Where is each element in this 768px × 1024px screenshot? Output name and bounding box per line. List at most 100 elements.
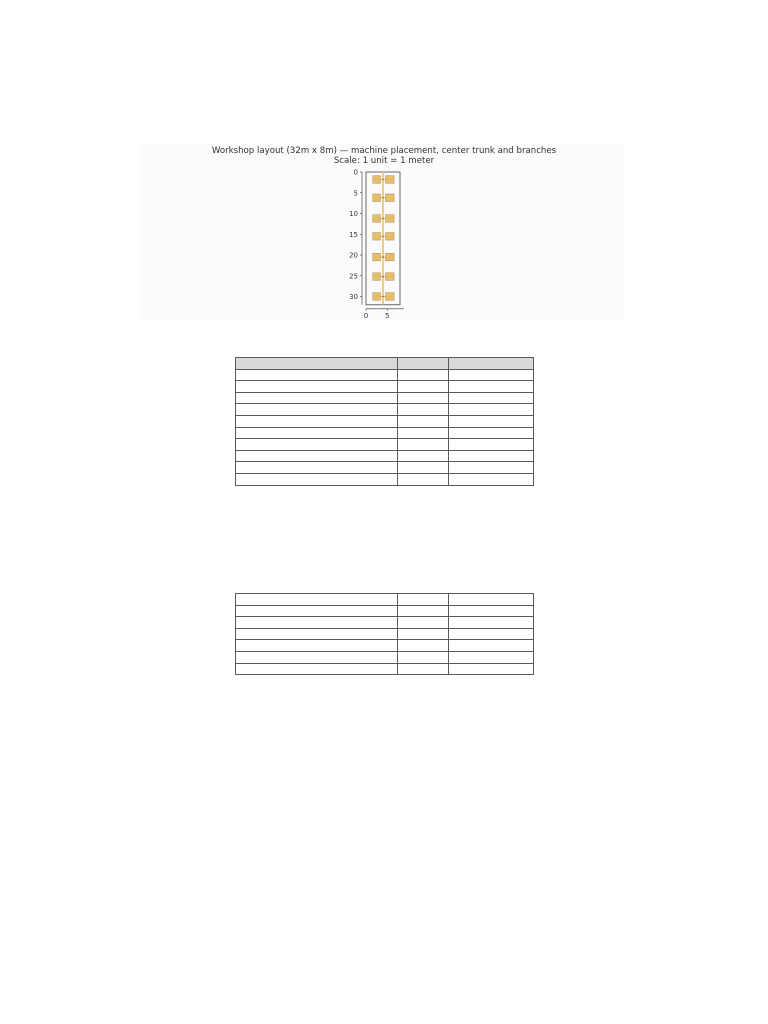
figure-title: Workshop layout (32m x 8m) — machine pla…: [211, 146, 557, 156]
table-cell: [397, 662, 449, 676]
table-cell: [448, 426, 534, 440]
machine-box: [372, 214, 381, 223]
table-cell: [397, 604, 449, 618]
table-cell: [235, 662, 398, 676]
table-row: [235, 604, 534, 618]
x-tick-label: 0: [364, 312, 368, 320]
table-row: [235, 403, 534, 416]
table-row: [235, 368, 534, 382]
table-row: [235, 380, 534, 393]
table-row: [235, 627, 534, 641]
machine-box: [385, 292, 395, 301]
table-cell: [235, 627, 398, 641]
machine-box: [385, 232, 395, 241]
blast-gate-marker: [382, 217, 384, 220]
table-row: [235, 414, 534, 428]
table-cell: [397, 472, 449, 486]
table-row: [235, 461, 534, 474]
table-2-body: [235, 593, 534, 676]
table-header-cell: [448, 357, 534, 370]
table-cell: [448, 616, 534, 629]
table-cell: [235, 391, 398, 405]
table-cell: [448, 414, 534, 428]
table-cell: [448, 472, 534, 486]
table-cell: [397, 380, 449, 393]
table-cell: [235, 380, 398, 393]
table-cell: [235, 438, 398, 451]
table-cell: [397, 368, 449, 382]
table-row: [235, 650, 534, 664]
y-tick-label: 25: [349, 272, 358, 280]
machine-box: [372, 175, 381, 184]
table-row: [235, 449, 534, 463]
table-header-cell: [397, 357, 449, 370]
table-cell: [235, 449, 398, 463]
table-cell: [397, 650, 449, 664]
table-row: [235, 438, 534, 451]
table-cell: [235, 368, 398, 382]
figure-subtitle: Scale: 1 unit = 1 meter: [333, 156, 435, 166]
machine-box: [385, 193, 395, 202]
blast-gate-marker: [382, 275, 384, 278]
table-row: [235, 616, 534, 629]
table-1-header: [235, 357, 534, 370]
blast-gate-marker: [382, 235, 384, 238]
table-cell: [235, 593, 398, 606]
table-cell: [235, 461, 398, 474]
machine-box: [385, 253, 395, 262]
machine-box: [385, 175, 395, 184]
table-cell: [397, 391, 449, 405]
table-cell: [397, 593, 449, 606]
table-1-body: [235, 368, 534, 486]
table-cell: [448, 403, 534, 416]
table-cell: [235, 403, 398, 416]
table-cell: [448, 438, 534, 451]
y-tick-label: 15: [349, 231, 358, 239]
table-cell: [397, 461, 449, 474]
table-row: [235, 391, 534, 405]
table-cell: [448, 461, 534, 474]
table-cell: [448, 380, 534, 393]
y-tick-label: 10: [349, 210, 358, 218]
table-cell: [397, 403, 449, 416]
y-tick-label: 20: [349, 252, 358, 260]
blast-gate-marker: [382, 178, 384, 181]
table-cell: [397, 414, 449, 428]
data-table-1: [235, 357, 534, 486]
table-cell: [448, 604, 534, 618]
table-cell: [397, 639, 449, 652]
machine-box: [372, 253, 381, 262]
table-cell: [397, 627, 449, 641]
table-cell: [448, 662, 534, 676]
table-cell: [448, 391, 534, 405]
table-cell: [448, 368, 534, 382]
table-header-row: [235, 357, 534, 370]
table-cell: [397, 426, 449, 440]
table-cell: [448, 593, 534, 606]
table-row: [235, 593, 534, 606]
table-cell: [448, 627, 534, 641]
table-row: [235, 639, 534, 652]
table-cell: [235, 639, 398, 652]
machine-box: [372, 272, 381, 281]
table-row: [235, 472, 534, 486]
machine-box: [372, 232, 381, 241]
table-cell: [448, 650, 534, 664]
y-tick-label: 5: [354, 189, 358, 197]
table-row: [235, 426, 534, 440]
table-cell: [235, 604, 398, 618]
table-cell: [448, 449, 534, 463]
blast-gate-marker: [382, 196, 384, 199]
table-row: [235, 662, 534, 676]
table-header-cell: [235, 357, 398, 370]
blast-gate-marker: [382, 295, 384, 298]
y-tick-label: 0: [354, 169, 358, 177]
machines-layer: [365, 171, 401, 306]
table-cell: [235, 616, 398, 629]
table-cell: [235, 414, 398, 428]
table-cell: [397, 616, 449, 629]
